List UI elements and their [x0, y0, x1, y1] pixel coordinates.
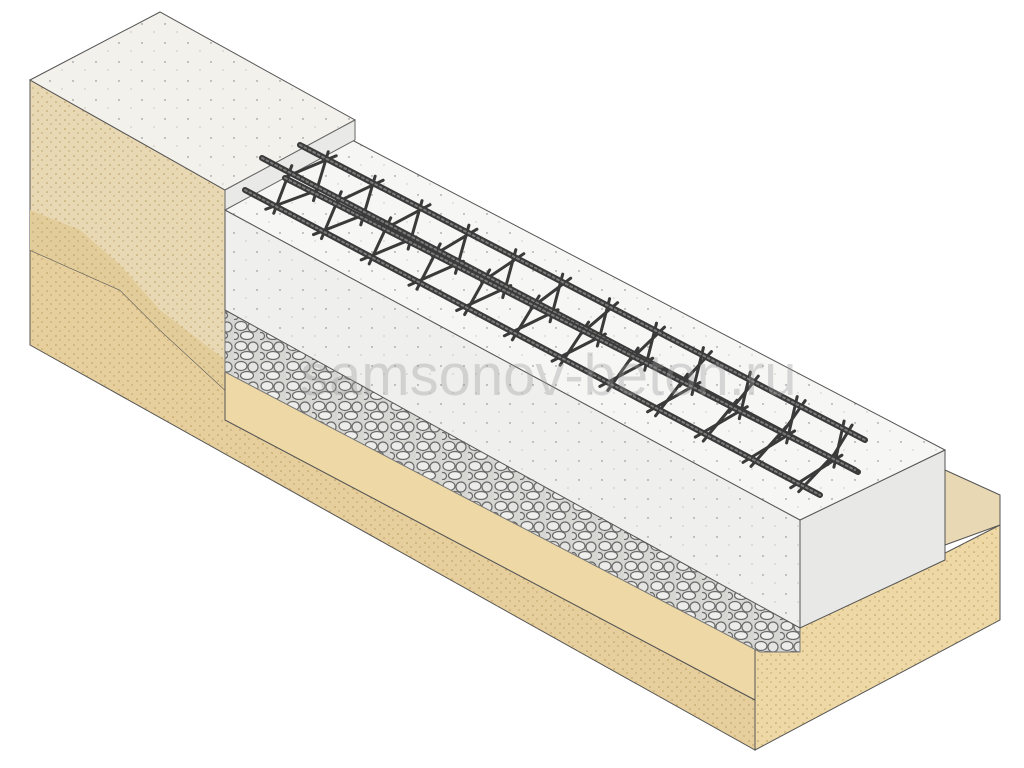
soil-texture [30, 80, 755, 750]
watermark: samsonov-beton.ru [300, 343, 796, 408]
soil-left-block [28, 11, 756, 751]
concrete-texture [225, 140, 945, 628]
rebar-cage [242, 142, 868, 498]
soil-top-texture [30, 12, 355, 190]
rebar-highlight [244, 189, 821, 496]
soil-right-block [754, 469, 1001, 751]
rebar-highlight [299, 144, 866, 441]
rebar-highlight [284, 177, 856, 471]
soil-step-face [224, 119, 356, 211]
sand-right-texture [755, 525, 1000, 750]
